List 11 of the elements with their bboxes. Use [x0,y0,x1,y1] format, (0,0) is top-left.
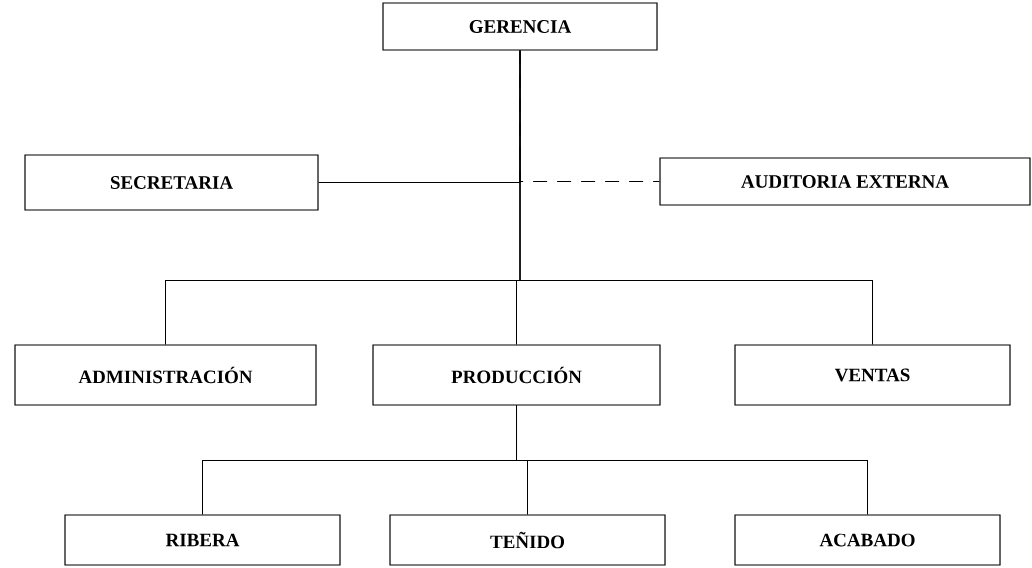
org-box: GERENCIA [382,2,658,51]
org-box: SECRETARIA [24,154,319,211]
org-box: VENTAS [734,344,1011,406]
org-box: AUDITORIA EXTERNA [659,157,1031,206]
org-box: TEÑIDO [389,514,666,566]
org-box: ADMINISTRACIÓN [14,344,317,406]
connector-line [519,50,873,345]
connector-line [516,405,868,515]
org-box: PRODUCCIÓN [372,344,661,406]
org-box: RIBERA [64,514,341,566]
org-box: ACABADO [734,514,1001,566]
